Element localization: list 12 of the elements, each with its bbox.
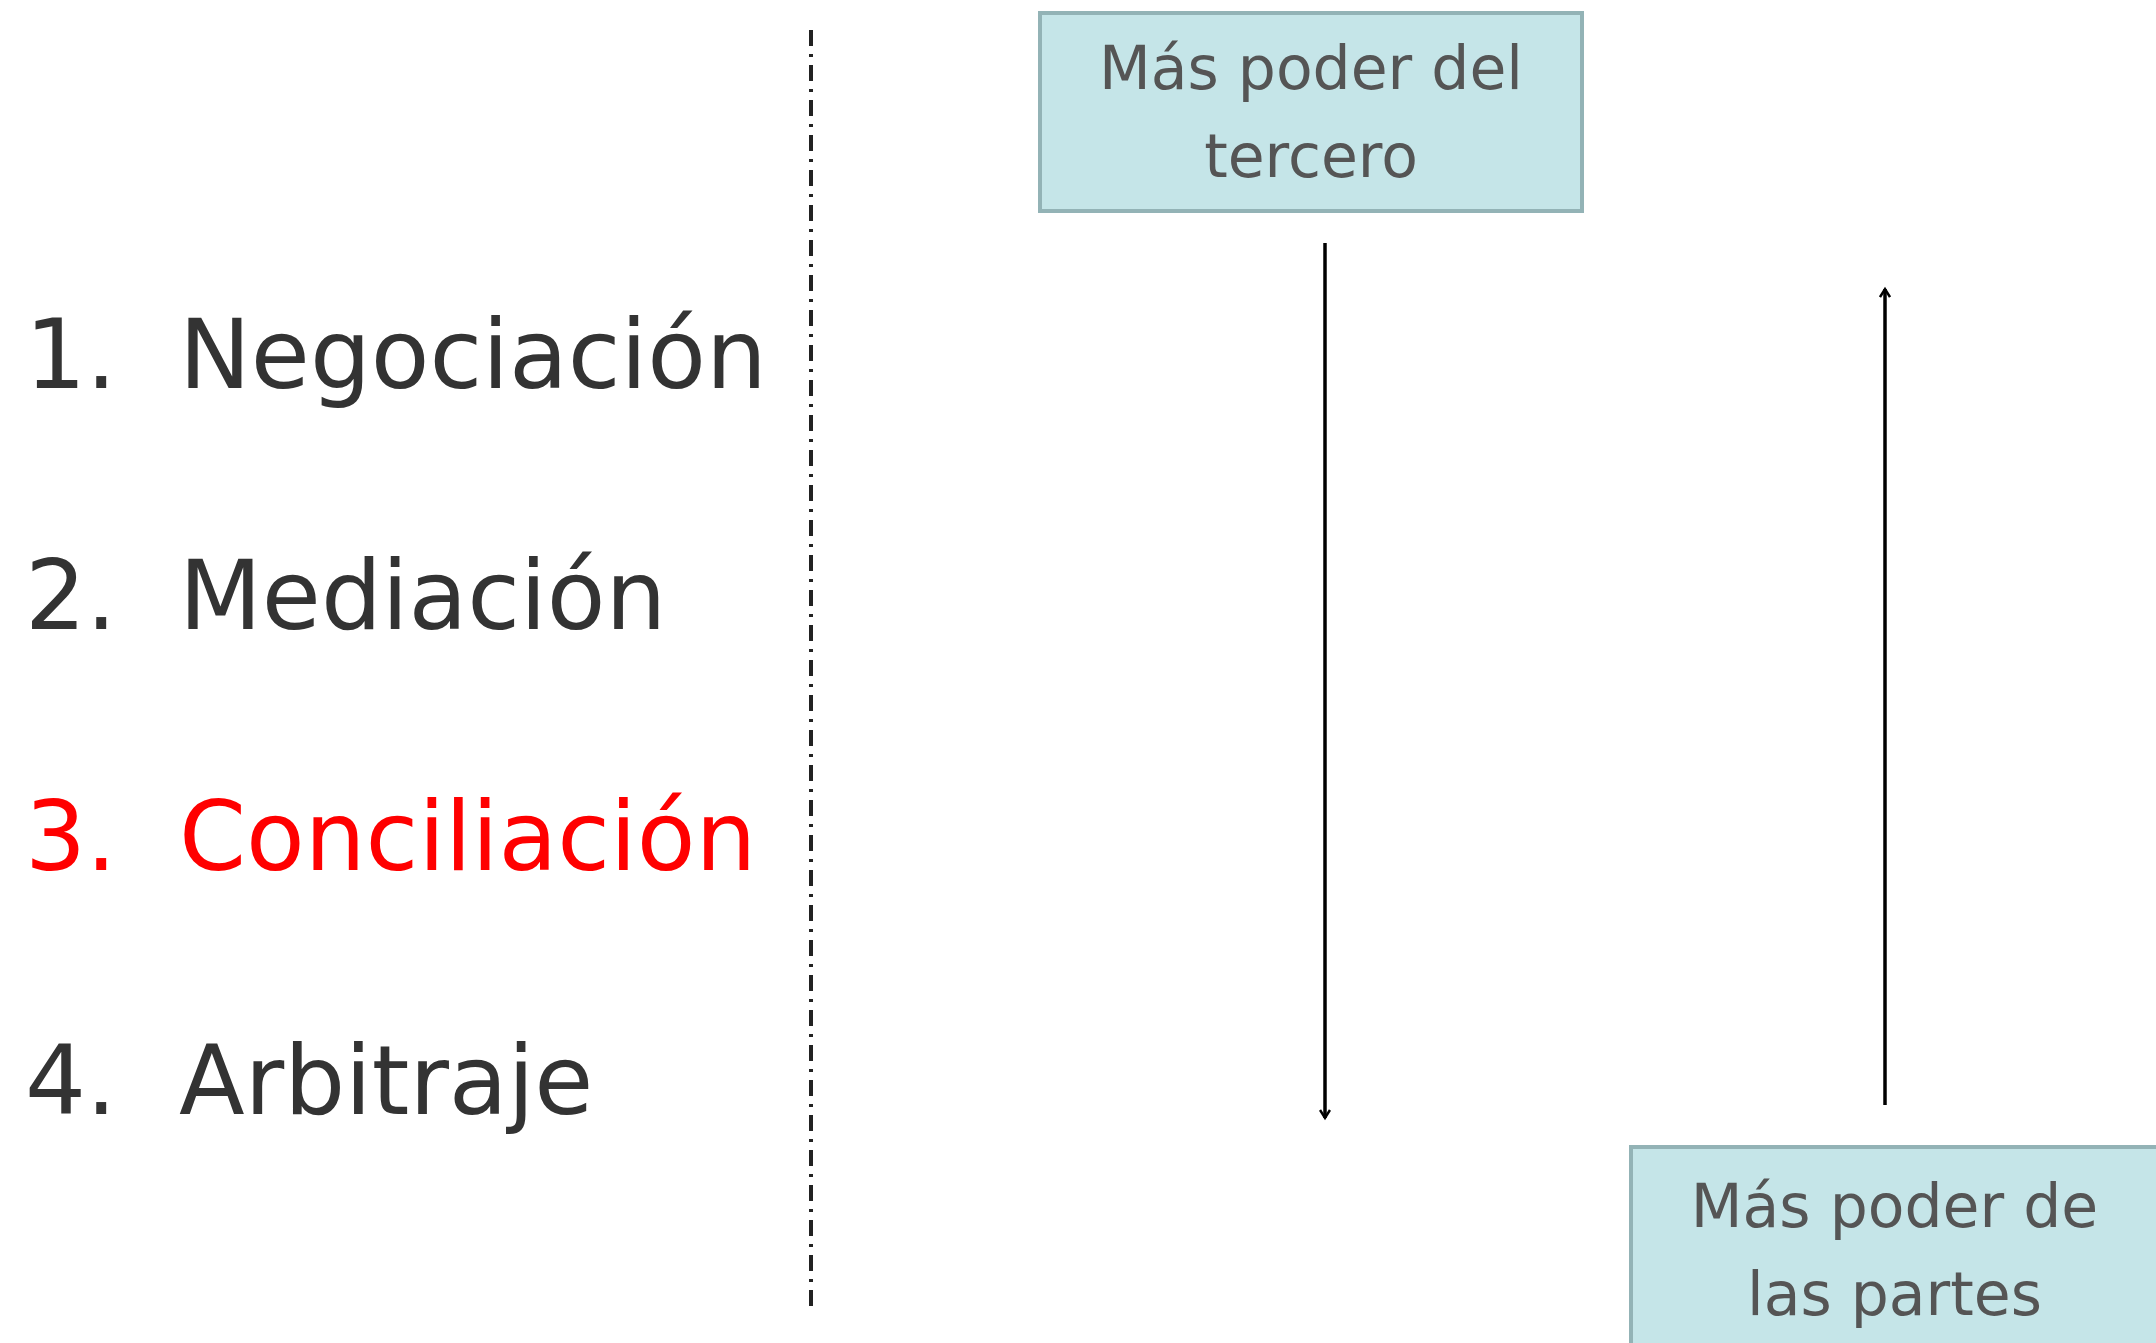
- text-box: Más poder del tercero: [1038, 11, 1584, 213]
- list-item-text: Mediación: [179, 541, 667, 651]
- arrow: [1318, 243, 1332, 1120]
- list-number: 4.: [25, 1026, 117, 1136]
- list-item-text: Conciliación: [179, 782, 757, 892]
- text-box: Más poder de las partes: [1629, 1145, 2156, 1343]
- list-item-text: Arbitraje: [179, 1026, 594, 1136]
- list-number: 2.: [25, 541, 117, 651]
- list-number: 1.: [25, 300, 117, 410]
- list-item-text: Negociación: [179, 300, 767, 410]
- arrow: [1878, 287, 1892, 1105]
- list-number: 3.: [25, 782, 117, 892]
